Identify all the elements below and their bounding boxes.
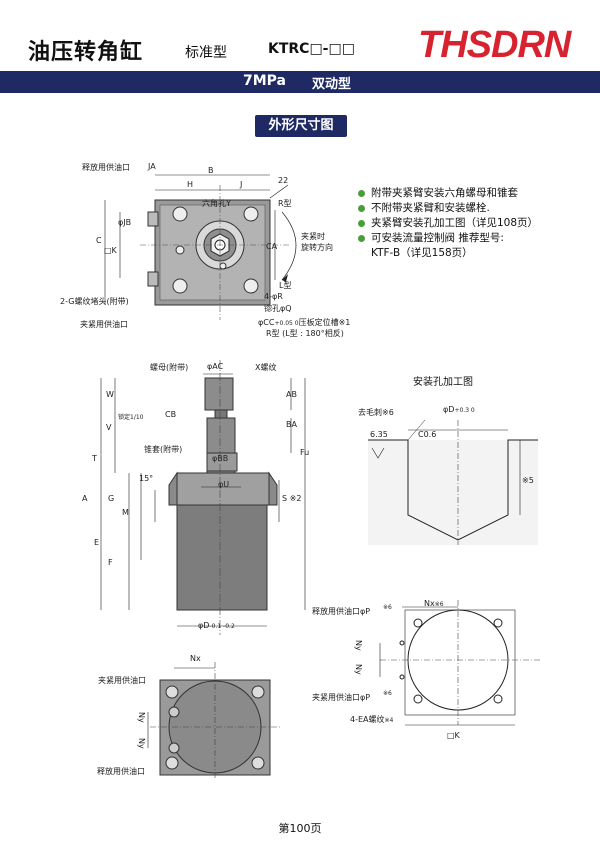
mount-k-label: □K bbox=[447, 731, 460, 740]
roughness-label: 6.35 bbox=[370, 430, 388, 439]
counterbore-label: 锪孔φQ bbox=[264, 304, 292, 313]
hole-view-drawing bbox=[368, 419, 538, 545]
mount-ny-label-2: Ny bbox=[354, 664, 363, 675]
dim-d-label: φD-0.1 -0.2 bbox=[198, 621, 235, 630]
stroke-label: 锁定1/10 bbox=[118, 414, 144, 421]
cone-label: 锥套(附带) bbox=[144, 445, 183, 454]
depth-label: ※5 bbox=[522, 476, 534, 485]
plug-thread-label: 2-G螺纹堵头(附带) bbox=[60, 297, 129, 306]
mount-clamp-port-label: 夹紧用供油口φP bbox=[312, 693, 371, 702]
dim-t-label: T bbox=[92, 454, 97, 463]
page-subtitle: 标准型 bbox=[185, 45, 227, 61]
l-type-label: L型 bbox=[279, 281, 292, 290]
nut-label: 螺母(附带) bbox=[150, 363, 189, 372]
dim-cb-label: CB bbox=[165, 410, 177, 419]
bottom-nx-label: Nx bbox=[190, 654, 201, 663]
rotation-direction-label: 旋转方向 bbox=[301, 243, 333, 252]
dim-f-label: F bbox=[108, 558, 113, 567]
clamp-direction-label: 夹紧时 bbox=[301, 232, 325, 241]
note-item: 夹紧臂安装孔加工图（详见108页） bbox=[358, 216, 538, 231]
spec-bar: 7MPa 双动型 bbox=[0, 71, 600, 93]
dim-s-label: S ※2 bbox=[282, 494, 302, 503]
bottom-view-drawing bbox=[147, 662, 280, 778]
dim-22-label: 22 bbox=[278, 176, 289, 185]
bottom-ny-label: Ny bbox=[137, 712, 146, 723]
clamp-port-label: 夹紧用供油口 bbox=[80, 320, 128, 329]
mount-nx-label: Nx※6 bbox=[424, 599, 444, 608]
dim-b-label: B bbox=[208, 166, 214, 175]
mount-release-port-note: ※6 bbox=[383, 604, 392, 611]
dim-c-label: C bbox=[96, 236, 102, 245]
dim-ca-label: CA bbox=[266, 242, 278, 251]
bullet-icon bbox=[358, 205, 365, 212]
bullet-icon bbox=[358, 220, 365, 227]
mount-release-port-label: 释放用供油口φP bbox=[312, 607, 371, 616]
note-item: 不附带夹紧臂和安装螺栓. bbox=[358, 201, 538, 216]
model-code: KTRC□-□□ bbox=[268, 41, 355, 57]
dim-v-label: V bbox=[106, 423, 112, 432]
note-item: 附带夹紧臂安装六角螺母和锥套 bbox=[358, 186, 538, 201]
section-title: 外形尺寸图 bbox=[255, 115, 347, 137]
angle-label: 15° bbox=[139, 474, 154, 483]
cc-label-group: φCC+0.05 0压板定位槽※1 bbox=[258, 318, 351, 327]
r-type-label: R型 bbox=[278, 199, 292, 208]
deburr-label: 去毛刺※6 bbox=[358, 408, 394, 417]
dim-jb-label: φJB bbox=[118, 218, 132, 227]
dim-ab-label: AB bbox=[286, 390, 297, 399]
dim-k-label: □K bbox=[104, 246, 117, 255]
r-type-note: R型 (L型 : 180°相反) bbox=[266, 329, 344, 338]
bullet-icon bbox=[358, 235, 365, 242]
mount-view-drawing bbox=[379, 600, 540, 726]
dim-w-label: W bbox=[106, 390, 114, 399]
pressure-label: 7MPa bbox=[243, 73, 287, 89]
page-title: 油压转角缸 bbox=[28, 40, 144, 65]
top-view-drawing bbox=[104, 174, 297, 320]
dim-ac-label: φAC bbox=[207, 362, 224, 371]
dim-m-label: M bbox=[122, 508, 129, 517]
dim-bb-label: φBB bbox=[212, 454, 229, 463]
chamfer-label: C0.6 bbox=[418, 430, 437, 439]
hole-view-title: 安装孔加工图 bbox=[413, 377, 473, 388]
bottom-ny-label-2: Ny bbox=[137, 738, 146, 749]
cylinder-body bbox=[176, 504, 268, 611]
release-port-label: 释放用供油口 bbox=[82, 163, 130, 172]
dim-a-label: A bbox=[82, 494, 88, 503]
dim-ja-label: JA bbox=[148, 162, 156, 171]
hole-d-label: φD+0.3 0 bbox=[443, 405, 475, 414]
mount-thread-label: 4-EA螺纹※4 bbox=[350, 715, 394, 724]
hex-hole-label: 六角孔Y bbox=[202, 199, 231, 208]
dim-fu-label: Fu bbox=[300, 448, 310, 457]
dim-u-label: φU bbox=[218, 480, 230, 489]
dim-h-label: H bbox=[187, 180, 194, 189]
bottom-release-port-label: 释放用供油口 bbox=[97, 767, 145, 776]
side-view-drawing bbox=[100, 360, 306, 635]
mount-ny-label: Ny bbox=[354, 640, 363, 651]
bullet-icon bbox=[358, 190, 365, 197]
bottom-clamp-port-label: 夹紧用供油口 bbox=[98, 676, 146, 685]
dim-g-label: G bbox=[108, 494, 115, 503]
note-item: 可安装流量控制阀 推荐型号: bbox=[358, 231, 538, 246]
notes-list: 附带夹紧臂安装六角螺母和锥套 不附带夹紧臂和安装螺栓. 夹紧臂安装孔加工图（详见… bbox=[358, 186, 538, 261]
page-number: 第100页 bbox=[278, 822, 322, 835]
mount-clamp-port-note: ※6 bbox=[383, 690, 392, 697]
brand-logo: THSDRN bbox=[418, 24, 571, 66]
dim-e-label: E bbox=[94, 538, 100, 547]
dim-ba-label: BA bbox=[286, 420, 297, 429]
dim-j-label: J bbox=[240, 180, 243, 189]
note-tail: KTF-B（详见158页） bbox=[371, 247, 473, 259]
action-type-label: 双动型 bbox=[312, 77, 352, 92]
mount-hole-label: 4-φR bbox=[264, 292, 283, 301]
x-thread-label: X螺纹 bbox=[255, 363, 277, 372]
